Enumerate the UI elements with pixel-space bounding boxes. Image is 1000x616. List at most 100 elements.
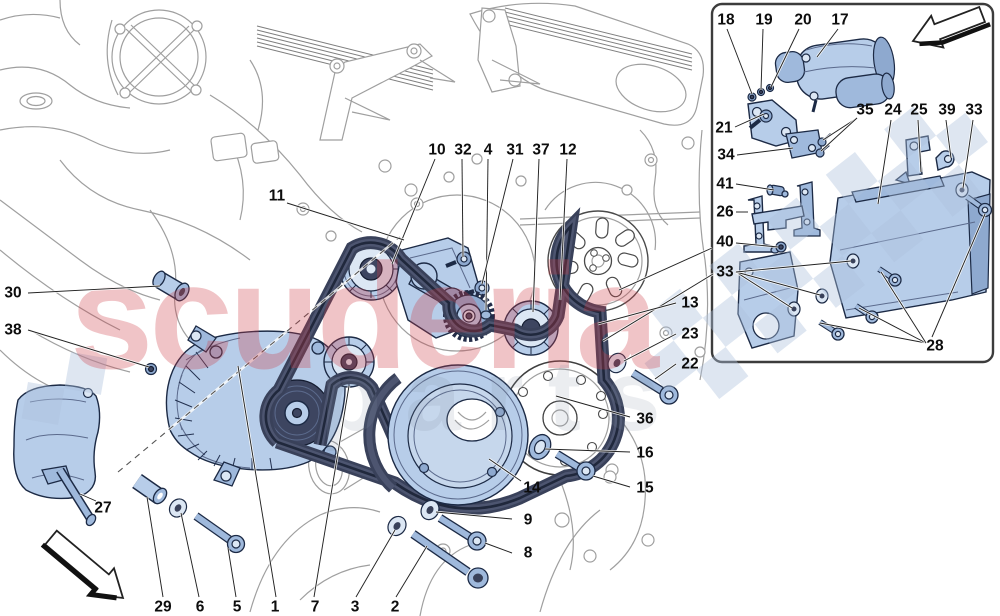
callout-24: 24 — [884, 102, 902, 119]
washer-6 — [168, 498, 188, 518]
callout-20: 20 — [794, 12, 811, 29]
bolt-22 — [630, 369, 679, 405]
leader-line — [735, 183, 775, 191]
callout-4: 4 — [484, 142, 493, 159]
leader-line — [79, 493, 97, 502]
bolt-2 — [410, 530, 489, 589]
bottom-left-arrow — [40, 529, 125, 601]
leader-line — [819, 322, 927, 344]
callout-35: 35 — [856, 102, 874, 119]
washer-3 — [387, 515, 407, 537]
leader-line — [618, 247, 713, 291]
callout-25: 25 — [910, 102, 928, 119]
callout-41: 41 — [716, 176, 734, 193]
leader-line — [735, 242, 779, 248]
leader-line — [945, 119, 952, 159]
leader-line — [820, 117, 858, 152]
leader-line — [770, 28, 800, 88]
leader-line — [917, 119, 922, 173]
callout-31: 31 — [506, 142, 524, 159]
leader-line — [760, 28, 764, 91]
callout-11: 11 — [269, 188, 286, 205]
watermark-checkers — [21, 106, 988, 425]
leader-line — [544, 448, 631, 453]
callout-1: 1 — [271, 599, 280, 616]
callout-36: 36 — [636, 411, 654, 428]
leader-line — [27, 285, 161, 294]
callout-28: 28 — [926, 338, 944, 355]
leader-line — [237, 365, 277, 598]
callout-15: 15 — [636, 480, 654, 497]
callout-9: 9 — [524, 512, 533, 529]
leader-line — [877, 119, 892, 205]
callout-3: 3 — [351, 599, 360, 616]
leader-line — [735, 271, 821, 296]
leader-line — [27, 329, 150, 368]
callout-21: 21 — [715, 120, 733, 137]
leader-line — [532, 158, 540, 313]
callout-16: 16 — [636, 445, 654, 462]
leader-line — [736, 147, 794, 156]
leader-line — [461, 158, 464, 258]
leader-line — [623, 333, 677, 362]
leader-line — [734, 113, 765, 128]
callout-38: 38 — [4, 322, 22, 339]
leader-line — [597, 302, 677, 325]
leader-line — [391, 158, 436, 265]
alternator-belt — [313, 371, 406, 455]
bracket-25 — [894, 135, 931, 185]
callout-26: 26 — [716, 204, 734, 221]
leader-line — [488, 458, 522, 482]
watermark-parts: parts — [320, 340, 685, 452]
callout-29: 29 — [154, 599, 172, 616]
callout-22: 22 — [681, 356, 698, 373]
engine-line-art — [0, 0, 709, 616]
callout-7: 7 — [311, 599, 320, 616]
leader-line — [286, 202, 405, 241]
inset-arrow — [911, 5, 991, 49]
leader-line — [559, 158, 568, 301]
leader-line — [435, 511, 513, 520]
callout-17: 17 — [831, 12, 848, 29]
leader-line — [726, 28, 753, 95]
leader-line — [180, 512, 200, 598]
callout-2: 2 — [391, 599, 400, 616]
leader-line — [654, 363, 677, 380]
bolt-5 — [193, 512, 246, 554]
callout-13: 13 — [681, 295, 699, 312]
bolt-8 — [437, 514, 487, 551]
highlighted-parts — [13, 207, 679, 589]
leader-line — [395, 545, 428, 598]
leader-line — [880, 271, 927, 344]
callout-33: 33 — [716, 264, 734, 281]
clamp-39 — [935, 150, 955, 171]
leader-line — [227, 547, 237, 598]
callout-23: 23 — [681, 326, 699, 343]
cover-27 — [13, 384, 101, 527]
leader-line — [816, 28, 839, 58]
leader-line — [485, 158, 489, 311]
leader-line — [962, 119, 974, 189]
watermark: scuderia parts — [21, 106, 988, 452]
crankshaft-pulley-14 — [363, 364, 529, 506]
assembly-axis — [117, 236, 401, 473]
leader-line — [735, 271, 793, 309]
bracket-26 — [743, 181, 821, 253]
callout-33: 33 — [965, 102, 983, 119]
callout-19: 19 — [755, 12, 773, 29]
callout-5: 5 — [233, 599, 242, 616]
callout-12: 12 — [559, 142, 576, 159]
alternator — [165, 325, 346, 487]
bushing-30 — [152, 270, 190, 302]
callout-14: 14 — [523, 480, 541, 497]
callout-8: 8 — [524, 545, 533, 562]
callout-34: 34 — [717, 147, 735, 164]
callout-32: 32 — [454, 142, 471, 159]
callout-18: 18 — [717, 12, 735, 29]
bolt-15 — [554, 450, 596, 481]
callout-37: 37 — [532, 142, 549, 159]
callout-6: 6 — [196, 599, 205, 616]
